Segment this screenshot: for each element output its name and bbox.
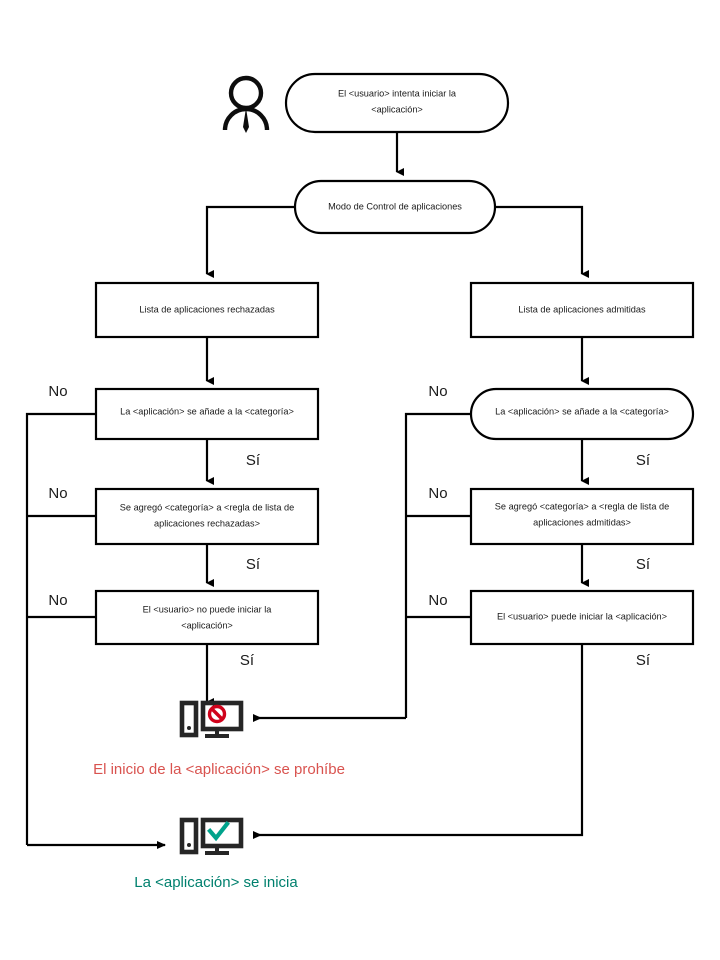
node-allowed-list-label: Lista de aplicaciones admitidas — [518, 304, 646, 314]
node-denied-rule: Se agregó <categoría> a <regla de lista … — [94, 487, 320, 546]
user-icon — [222, 75, 270, 133]
node-denied-list-label: Lista de aplicaciones rechazadas — [139, 304, 275, 314]
node-start: El <usuario> intenta iniciar la <aplicac… — [284, 72, 510, 134]
node-allowed-rule-line-2: aplicaciones admitidas> — [533, 517, 631, 527]
edge-label-yes-left-1: Sí — [246, 452, 261, 469]
node-start-line-1: El <usuario> intenta iniciar la — [338, 88, 457, 98]
node-allowed-user-label: El <usuario> puede iniciar la <aplicació… — [497, 611, 667, 621]
node-mode-label: Modo de Control de aplicaciones — [328, 201, 462, 211]
edge-left-no-trunk — [25, 412, 96, 845]
node-mode: Modo de Control de aplicaciones — [293, 179, 497, 235]
edge-label-yes-right-2: Sí — [636, 556, 651, 573]
edge-mode-to-denied-list — [205, 205, 295, 278]
node-denied-category-label: La <aplicación> se añade a la <categoría… — [120, 406, 294, 416]
edge-allowed-user-yes-to-allow — [253, 644, 584, 839]
computer-blocked-icon — [179, 700, 244, 738]
node-allowed-category-label: La <aplicación> se añade a la <categoría… — [495, 406, 669, 416]
node-allowed-rule-line-1: Se agregó <categoría> a <regla de lista … — [495, 501, 669, 511]
node-allowed-user: El <usuario> puede iniciar la <aplicació… — [469, 589, 695, 646]
edge-label-yes-left-3: Sí — [240, 652, 255, 669]
edge-label-no-left-2: No — [48, 485, 67, 502]
node-start-line-2: <aplicación> — [371, 104, 423, 114]
edge-label-yes-right-3: Sí — [636, 652, 651, 669]
node-allowed-list: Lista de aplicaciones admitidas — [469, 281, 695, 339]
edge-right-no-trunk — [404, 412, 471, 718]
node-denied-list: Lista de aplicaciones rechazadas — [94, 281, 320, 339]
outcome-deny-caption: El inicio de la <aplicación> se prohíbe — [93, 761, 345, 778]
node-denied-user-line-1: El <usuario> no puede iniciar la — [143, 604, 273, 614]
edge-label-yes-right-1: Sí — [636, 452, 651, 469]
outcome-allow-caption: La <aplicación> se inicia — [134, 874, 298, 891]
edge-label-no-right-2: No — [428, 485, 447, 502]
node-denied-user-line-2: <aplicación> — [181, 620, 233, 630]
edge-label-no-left-1: No — [48, 383, 67, 400]
edge-label-no-left-3: No — [48, 592, 67, 609]
edge-label-no-right-1: No — [428, 383, 447, 400]
node-denied-category: La <aplicación> se añade a la <categoría… — [94, 387, 320, 441]
node-denied-rule-line-2: aplicaciones rechazadas> — [154, 518, 260, 528]
node-denied-rule-line-1: Se agregó <categoría> a <regla de lista … — [120, 502, 294, 512]
node-denied-user: El <usuario> no puede iniciar la <aplica… — [94, 589, 320, 646]
node-allowed-rule: Se agregó <categoría> a <regla de lista … — [469, 487, 695, 546]
edge-label-no-right-3: No — [428, 592, 447, 609]
node-allowed-category: La <aplicación> se añade a la <categoría… — [469, 387, 695, 441]
edge-label-yes-left-2: Sí — [246, 556, 261, 573]
computer-allowed-icon — [179, 817, 244, 855]
edge-mode-to-allowed-list — [495, 205, 589, 278]
